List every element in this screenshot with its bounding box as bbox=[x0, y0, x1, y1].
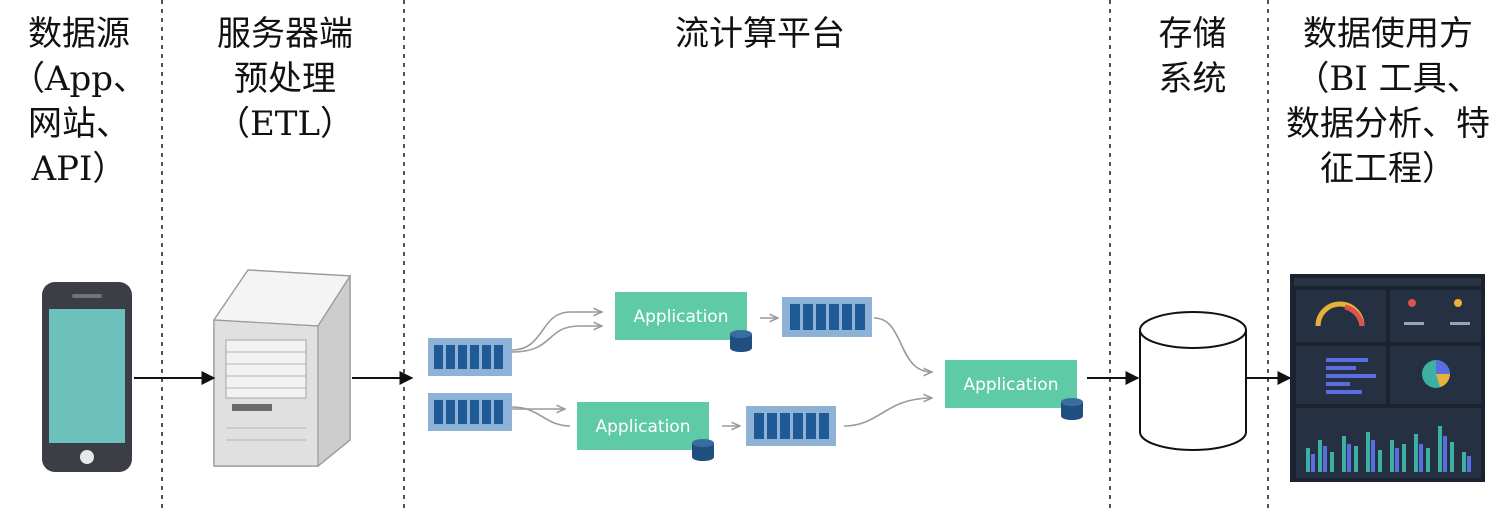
application-top: Application bbox=[615, 292, 752, 352]
queue-input-top bbox=[428, 338, 512, 376]
database-badge-icon bbox=[730, 330, 752, 352]
application-bottom: Application bbox=[577, 402, 714, 461]
stage-title-etl: 服务器端 预处理 （ETL） bbox=[215, 14, 355, 144]
database-badge-icon bbox=[1061, 398, 1083, 420]
queue-top-output bbox=[782, 297, 872, 337]
application-merge-label: Application bbox=[964, 375, 1059, 395]
phone-icon bbox=[42, 282, 132, 472]
stage-title-stream: 流计算平台 bbox=[675, 14, 845, 54]
application-top-label: Application bbox=[634, 307, 729, 327]
dashboard-thumbnail-icon bbox=[1290, 274, 1485, 482]
application-bottom-label: Application bbox=[596, 417, 691, 437]
stage-title-consumer: 数据使用方 （BI 工具、 数据分析、特 征工程） bbox=[1286, 14, 1490, 189]
database-badge-icon bbox=[692, 439, 714, 461]
queue-input-bottom bbox=[428, 393, 512, 431]
queue-bottom-output bbox=[746, 406, 836, 446]
stage-title-storage: 存储 系统 bbox=[1158, 14, 1227, 99]
stage-title-source: 数据源 （App、 网站、 API） bbox=[10, 14, 148, 189]
stage-dividers bbox=[161, 0, 1269, 509]
server-icon bbox=[212, 269, 352, 468]
stream-flow-lines bbox=[511, 312, 932, 426]
storage-cylinder-icon bbox=[1139, 311, 1247, 451]
application-merge: Application bbox=[945, 360, 1083, 420]
